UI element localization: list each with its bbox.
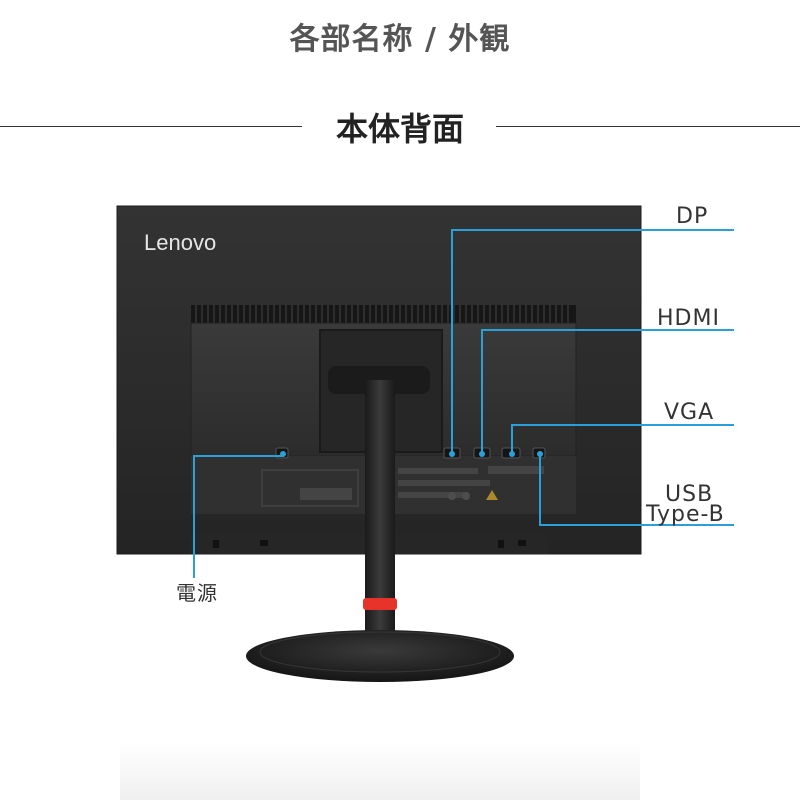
vent-grille [191, 305, 576, 323]
dp-label: DP [676, 204, 709, 229]
hdmi-label: HDMI [657, 306, 720, 331]
regulatory-label [261, 466, 544, 507]
stand-base [246, 630, 514, 682]
hdmi-callout [481, 329, 734, 456]
title-rule-left [0, 126, 302, 127]
power-label: 電源 [176, 581, 218, 605]
title-rule-right [496, 126, 800, 127]
dp-callout [451, 229, 734, 456]
bottom-slots [213, 540, 526, 548]
usb-label-line2: Type-B [646, 502, 725, 527]
power-callout [193, 455, 283, 578]
section-title: 本体背面 [335, 110, 464, 148]
vga-label: VGA [664, 400, 715, 425]
page-heading: 各部名称 / 外観 [289, 22, 511, 57]
stand-red-ring [363, 598, 397, 610]
floor-reflection [120, 742, 640, 800]
vga-callout [511, 424, 734, 456]
usb-label-line1: USB [665, 482, 714, 507]
lenovo-logo: Lenovo [144, 230, 217, 255]
callout-lines [193, 229, 734, 578]
stand-neck [365, 380, 395, 656]
usb-callout [539, 456, 734, 526]
